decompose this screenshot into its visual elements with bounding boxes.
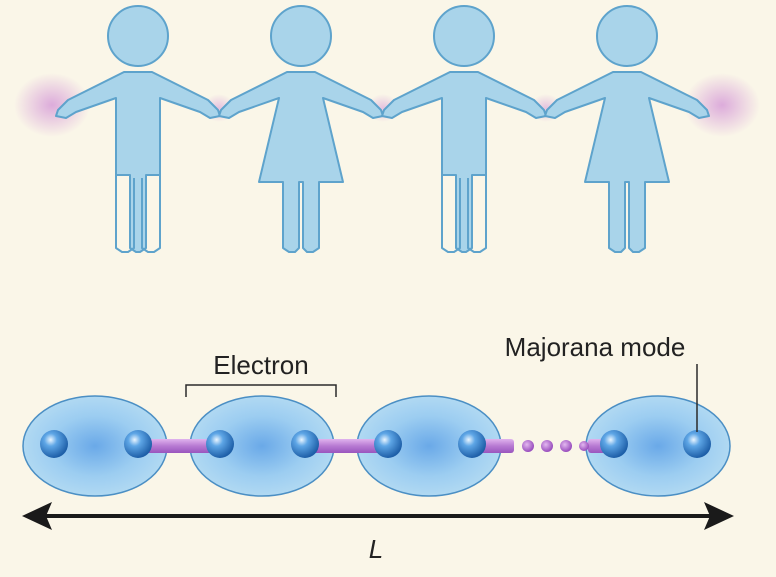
bond-1 (140, 439, 220, 453)
majorana-chain: Electron Majorana mode L (22, 332, 734, 564)
electron-label: Electron (213, 350, 308, 380)
majorana-ball-3a (374, 430, 402, 458)
majorana-mode-label: Majorana mode (505, 332, 686, 362)
person-figure-2 (218, 5, 384, 253)
length-label: L (369, 534, 383, 564)
arrowhead-left (22, 502, 52, 530)
left-hand-glow (14, 73, 90, 137)
person-figure-3 (381, 5, 547, 253)
ellipsis-dot-3 (560, 440, 572, 452)
electron-bracket (185, 384, 337, 397)
ellipsis-dot-2 (541, 440, 553, 452)
ellipsis-dot-1 (522, 440, 534, 452)
people-row (55, 5, 710, 253)
length-arrow (22, 502, 734, 530)
majorana-ball-2b (291, 430, 319, 458)
majorana-ball-1a (40, 430, 68, 458)
majorana-ball-2a (206, 430, 234, 458)
person-figure-4 (544, 5, 710, 253)
majorana-ball-1b (124, 430, 152, 458)
bond-2 (307, 439, 387, 453)
arrowhead-right (704, 502, 734, 530)
majorana-ball-3b (458, 430, 486, 458)
majorana-ball-4b (683, 430, 711, 458)
ellipsis-dot-4 (579, 441, 589, 451)
majorana-ball-4a (600, 430, 628, 458)
person-figure-1 (55, 5, 221, 253)
right-hand-glow (684, 73, 760, 137)
